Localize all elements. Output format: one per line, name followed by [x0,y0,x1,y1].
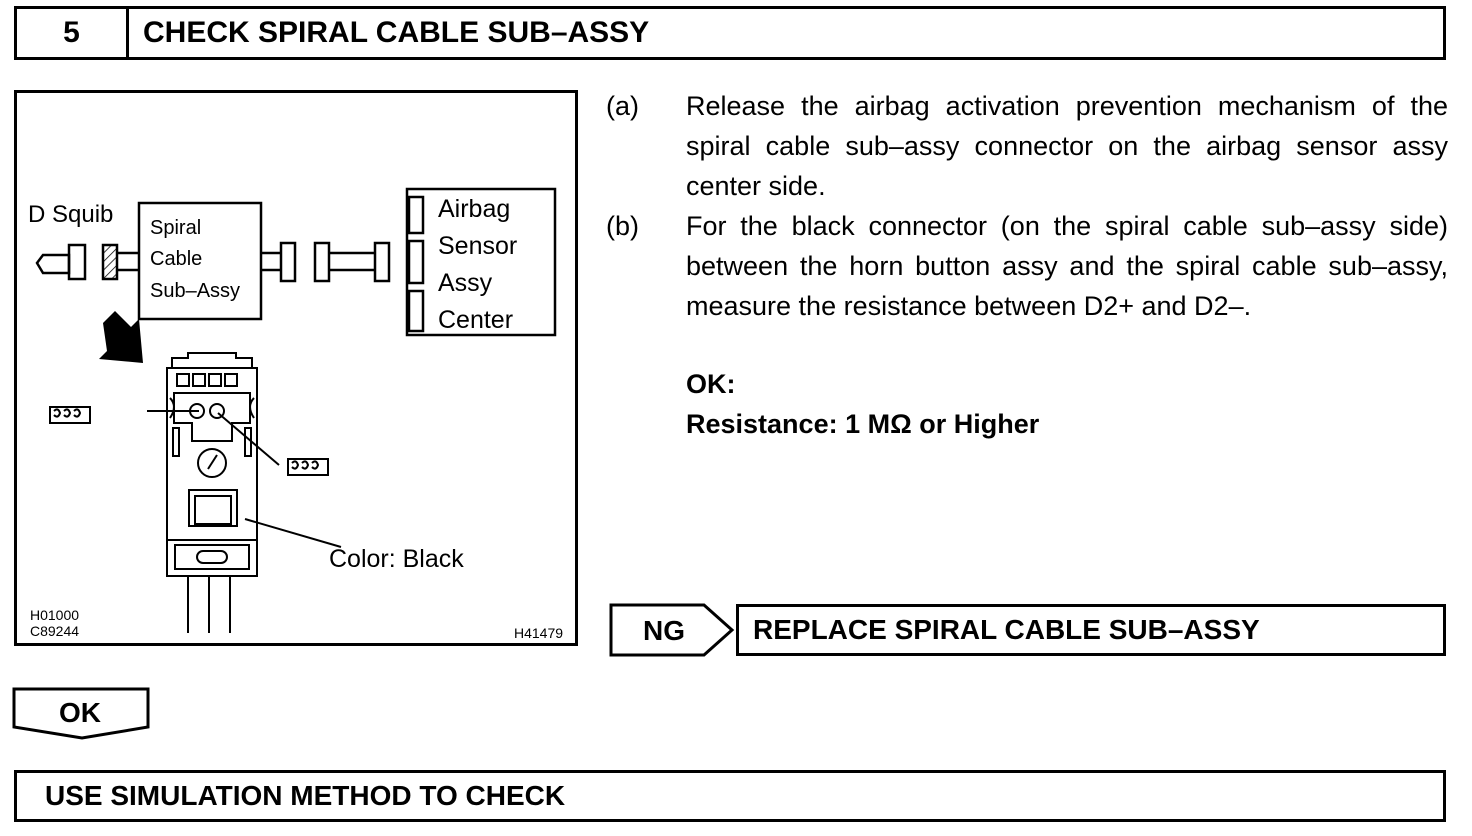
connector-diagram: D Squib Spiral Cable Sub–Assy [14,90,578,646]
tester-symbol-1 [49,406,199,424]
figure-id: H41479 [514,625,563,641]
step-b: (b) For the black connector (on the spir… [606,206,1448,366]
airbag-sensor-box [405,187,557,337]
harness-connectors [261,241,391,283]
sensor-label-1: Airbag [438,195,510,223]
spiral-label-2: Cable [150,248,202,270]
sensor-label-4: Center [438,306,513,334]
sensor-label-2: Sensor [438,232,517,260]
ng-tag: NG [609,603,735,657]
step-a-text: Release the airbag activation prevention… [686,91,1448,201]
ng-label: NG [643,615,685,646]
ref-code-1: H01000 [30,607,79,623]
color-leader-line [244,518,342,548]
ok-label: OK [59,697,101,728]
ok-action: USE SIMULATION METHOD TO CHECK [14,770,1446,822]
spiral-cable-box [137,201,263,321]
spiral-label-3: Sub–Assy [150,280,240,302]
step-b-label: (b) [606,211,639,241]
diagram-svg: D Squib Spiral Cable Sub–Assy [28,187,563,641]
color-label: Color: Black [329,545,464,573]
sensor-terminals [407,195,425,333]
step-title: CHECK SPIRAL CABLE SUB–ASSY [126,6,1446,60]
ng-action: REPLACE SPIRAL CABLE SUB–ASSY [736,604,1446,656]
step-a-label: (a) [606,91,639,121]
step-number: 5 [14,6,129,60]
sensor-label-3: Assy [438,269,493,297]
squib-connector [35,243,139,281]
tester-symbol-2 [217,412,329,476]
ref-code-2: C89244 [30,623,79,639]
step-b-text: For the black connector (on the spiral c… [686,211,1448,321]
ok-tag: OK [12,687,150,740]
d-squib-label: D Squib [28,201,113,228]
arrow-icon [99,311,143,363]
step-a: (a) Release the airbag activation preven… [606,86,1448,206]
black-connector-drawing [166,352,258,633]
resistance-spec: Resistance: 1 MΩ or Higher [686,409,1040,439]
spiral-label-1: Spiral [150,217,201,239]
ok-criteria-label: OK: [686,369,736,399]
